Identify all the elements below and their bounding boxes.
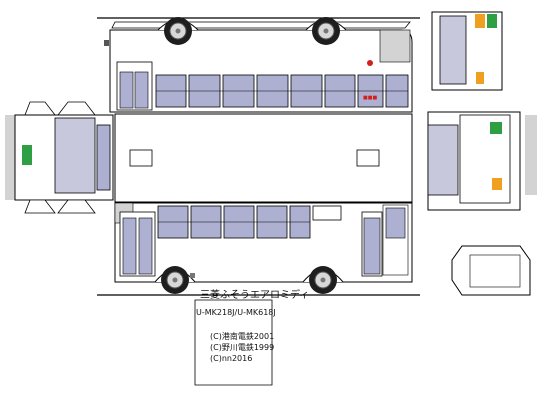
copyright-line-3: (C)nn2016 (210, 354, 252, 363)
window-row (155, 74, 409, 108)
window-row (157, 205, 342, 239)
svg-text:■■■: ■■■ (363, 95, 377, 101)
bus-roof (114, 113, 413, 203)
bus-side-upper: ■■■ (97, 17, 420, 296)
model-name-text: 三菱ふそうエアロミディ (200, 288, 309, 301)
bus-end-right (427, 111, 537, 211)
bus-piece-small (451, 245, 531, 296)
bus-side-lower (114, 202, 413, 294)
bus-end-top-right (431, 11, 503, 91)
bus-end-left (5, 101, 114, 214)
copyright-line-1: (C)港南電鉄2001 (210, 331, 274, 341)
copyright-line-2: (C)野川電鉄1999 (210, 342, 274, 352)
model-code-text: U-MK218J/U-MK618J (196, 308, 276, 317)
credits-label: 三菱ふそうエアロミディ U-MK218J/U-MK618J (C)港南電鉄200… (190, 273, 309, 386)
